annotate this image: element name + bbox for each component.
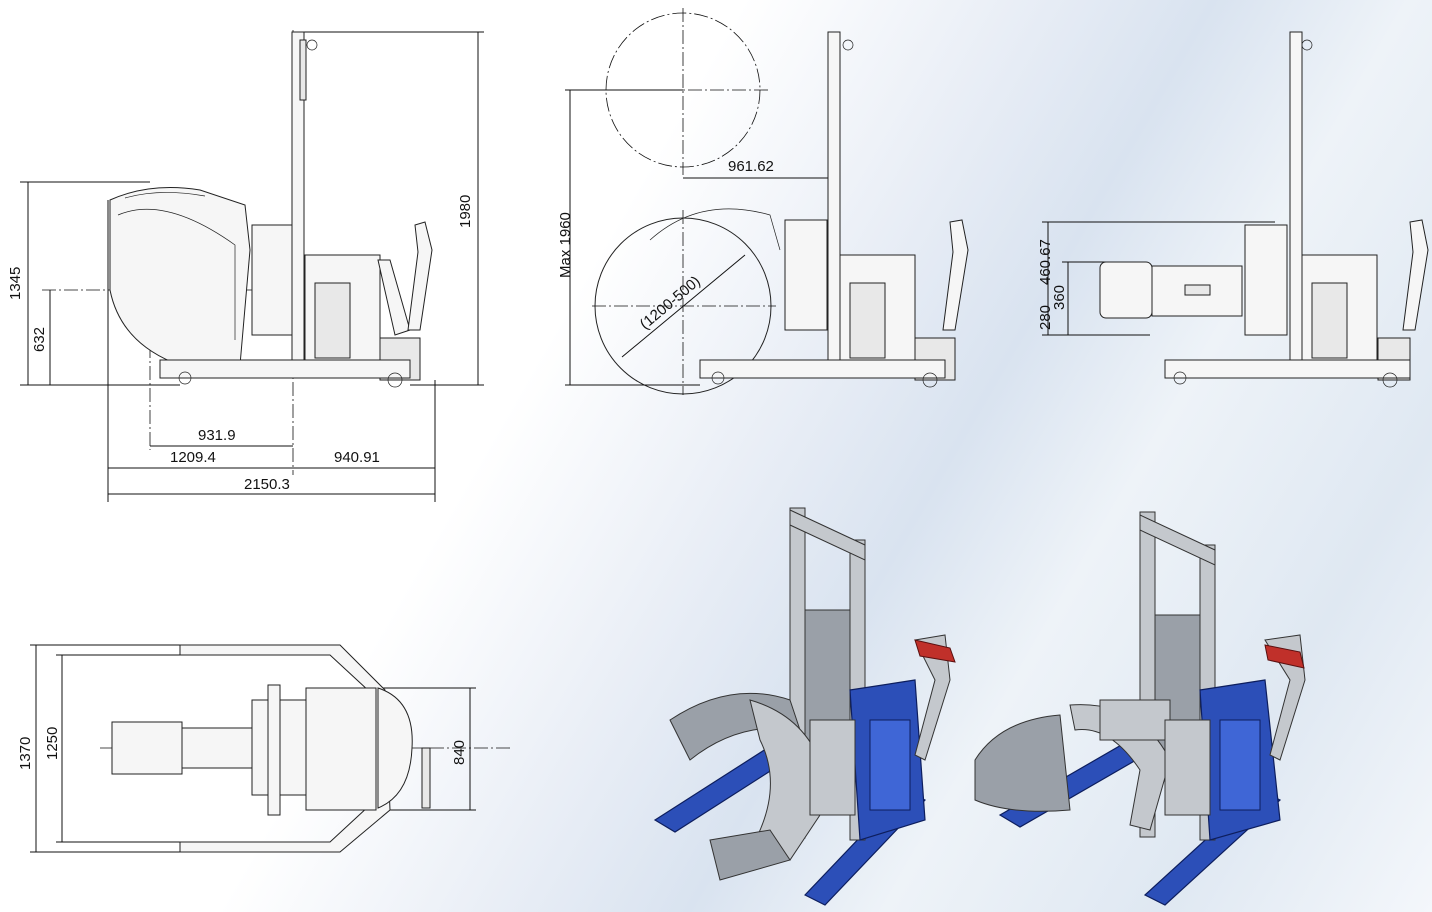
render-view-1 bbox=[653, 507, 956, 906]
dim-360: 360 bbox=[1051, 285, 1068, 310]
dim-max-1960: Max 1960 bbox=[557, 212, 574, 278]
dim-1980: 1980 bbox=[457, 195, 474, 228]
dim-1250: 1250 bbox=[44, 727, 61, 760]
dim-roll-diameter: (1200-500) bbox=[637, 273, 704, 333]
top-view: 1370 1250 840 bbox=[17, 644, 510, 853]
dim-840: 840 bbox=[451, 740, 468, 765]
dim-2150-3: 2150.3 bbox=[244, 476, 290, 493]
dim-1370: 1370 bbox=[17, 737, 34, 770]
dim-1209-4: 1209.4 bbox=[170, 449, 216, 466]
dim-1345: 1345 bbox=[7, 267, 24, 300]
side-view-1: 1345 632 1980 931.9 1209.4 940.91 2150.3 bbox=[7, 30, 484, 502]
side-view-3: 460.67 280 360 bbox=[1037, 31, 1429, 388]
dim-460-67: 460.67 bbox=[1037, 239, 1054, 285]
dim-940-91: 940.91 bbox=[334, 449, 380, 466]
dim-961-62: 961.62 bbox=[728, 158, 774, 175]
dim-931-9: 931.9 bbox=[198, 427, 236, 444]
dim-632: 632 bbox=[31, 327, 48, 352]
side-view-2: Max 1960 961.62 (1200-500) bbox=[557, 8, 969, 395]
render-view-2 bbox=[974, 511, 1306, 906]
dim-280: 280 bbox=[1037, 305, 1054, 330]
